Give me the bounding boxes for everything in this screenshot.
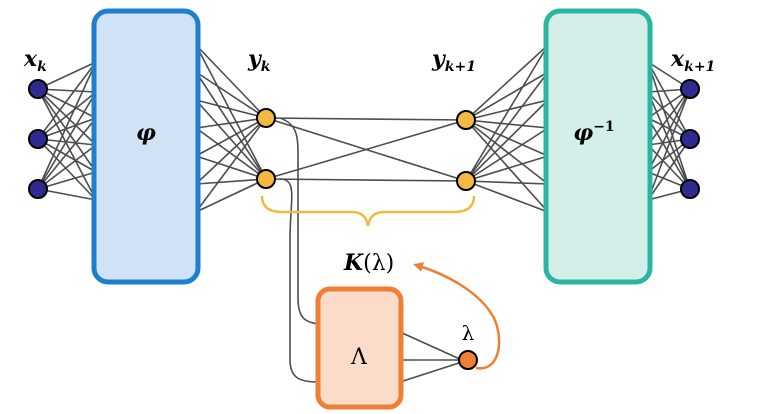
input-to-encoder-edges	[37, 61, 97, 201]
transition-edge	[265, 119, 467, 180]
label-y-k: yk	[247, 46, 271, 75]
input-node	[28, 129, 48, 149]
latent-node-yk	[256, 169, 276, 189]
label-x-k1: xk+1	[670, 46, 715, 75]
output-edge	[647, 138, 691, 201]
output-node	[680, 129, 700, 149]
input-edge	[37, 88, 97, 146]
decoder-edge	[465, 127, 549, 182]
input-edge	[37, 88, 97, 173]
label-y-k1: yk+1	[431, 46, 476, 75]
input-edge	[37, 61, 97, 90]
encoder-edge	[195, 99, 267, 119]
encoder-to-latent-edges	[195, 44, 267, 213]
input-edge	[37, 91, 97, 190]
output-nodes	[680, 79, 700, 199]
transition-edge	[265, 178, 467, 182]
output-edge	[647, 117, 691, 190]
lambda-node	[458, 350, 478, 370]
latent-to-decoder-edges	[465, 44, 549, 213]
koopman-brace	[260, 195, 476, 227]
encoder-edge	[195, 155, 267, 180]
decoder-superscript: −1	[593, 119, 614, 135]
decoder-edge	[465, 180, 549, 185]
latent-node-yk1	[456, 171, 476, 191]
encoder-edge	[195, 44, 267, 180]
input-edge	[37, 117, 97, 140]
input-edge	[37, 61, 97, 140]
encoder-edge	[195, 117, 267, 129]
transition-edge	[265, 117, 467, 121]
aux-to-lambda-edge-1	[399, 331, 463, 361]
output-edge	[647, 144, 691, 190]
output-edge	[647, 91, 691, 140]
label-x-k: xk	[23, 46, 47, 75]
input-edge	[37, 88, 97, 201]
encoder-edge	[195, 178, 267, 185]
decoder-label: φ−1	[573, 119, 614, 146]
encoder-edge	[195, 117, 267, 213]
decoder-edge	[465, 180, 549, 213]
input-edge	[37, 117, 97, 190]
input-edge	[37, 61, 97, 190]
encoder-edge	[195, 117, 267, 157]
decoder-edge	[465, 155, 549, 182]
output-edge	[647, 91, 691, 190]
decoder-edge	[465, 119, 549, 129]
input-node	[28, 179, 48, 199]
input-edge	[37, 88, 97, 119]
label-koopman-operator: K(λ)	[343, 250, 394, 276]
decoder-edge	[465, 99, 549, 121]
output-edge	[647, 61, 691, 140]
encoder-edge	[195, 99, 267, 180]
input-edge	[37, 171, 97, 190]
decoder-edge	[465, 71, 549, 182]
label-eigenvalue: λ	[462, 321, 475, 345]
output-edge	[647, 88, 691, 173]
decoder-edge	[465, 119, 549, 157]
latent-nodes	[256, 108, 476, 191]
latent-node-yk1	[456, 110, 476, 130]
input-node	[28, 79, 48, 99]
encoder-label: φ	[136, 120, 156, 146]
decoder-edge	[465, 44, 549, 121]
aux-network-box	[315, 286, 404, 410]
latent-transition-edges	[265, 117, 467, 182]
input-edge	[37, 138, 97, 201]
output-edge	[647, 88, 691, 146]
output-edge	[647, 61, 691, 190]
aux-network-label: Λ	[350, 345, 368, 370]
encoder-edge	[195, 127, 267, 180]
encoder-edge	[195, 44, 267, 119]
latent-node-yk	[256, 108, 276, 128]
output-edge	[647, 88, 691, 201]
output-node	[680, 79, 700, 99]
aux-to-lambda-edge-3	[399, 361, 463, 383]
decoder-edge	[465, 71, 549, 121]
input-edge	[37, 91, 97, 140]
decoder-edge	[465, 99, 549, 182]
decoder-edge	[465, 44, 549, 182]
input-edge	[37, 144, 97, 190]
encoder-box	[91, 8, 201, 285]
latent-to-aux-connection-1	[279, 117, 319, 325]
decoder-box	[543, 8, 653, 285]
input-edge	[37, 138, 97, 173]
output-node	[680, 179, 700, 199]
encoder-edge	[195, 178, 267, 213]
encoder-edge	[195, 117, 267, 185]
encoder-edge	[195, 71, 267, 180]
lambda-to-koopman-arrow	[413, 262, 501, 370]
encoder-edge	[195, 71, 267, 119]
input-nodes	[28, 79, 48, 199]
decoder-edge	[465, 119, 549, 213]
decoder-edge	[465, 119, 549, 185]
latent-to-aux-connection-2	[279, 178, 319, 383]
